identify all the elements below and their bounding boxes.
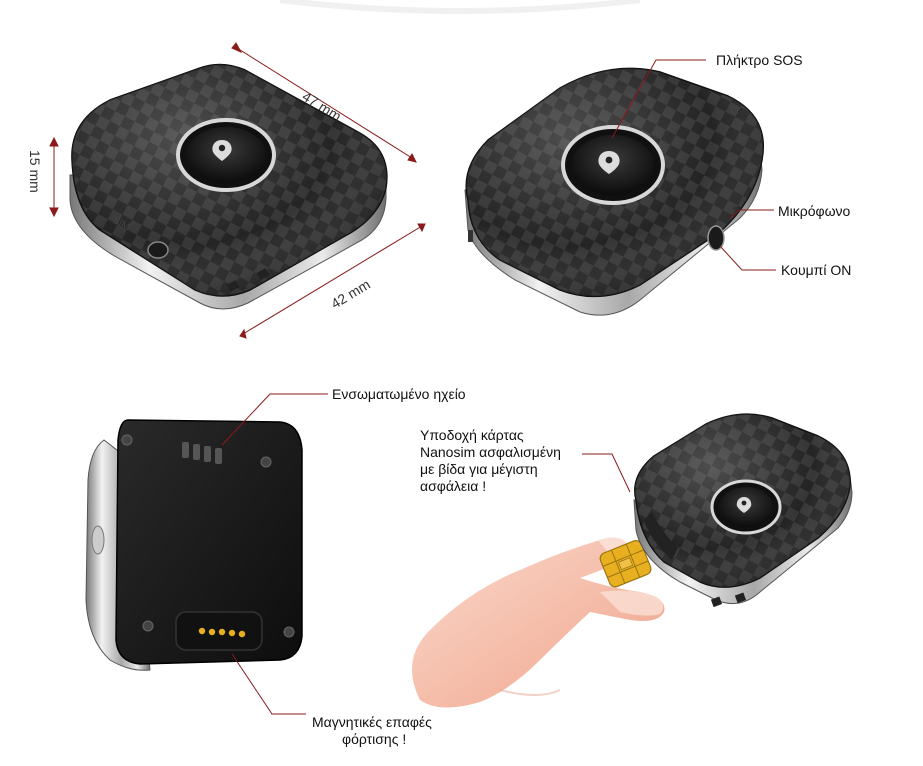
callout-sos-button: Πλήκτρο SOS — [716, 52, 803, 68]
side-button — [91, 525, 105, 555]
top-reflection — [279, 0, 641, 14]
device-top-left: SIM — [69, 63, 388, 310]
device-back — [85, 419, 303, 671]
callout-sim-slot-line: ασφάλεια ! — [420, 478, 487, 494]
callout-sim-slot-line: Υποδοχή κάρτας — [420, 427, 524, 443]
side-port — [710, 596, 723, 608]
location-pin-icon — [212, 140, 232, 161]
dimension-lines — [49, 42, 426, 339]
location-pin-icon — [598, 151, 620, 174]
power-button — [147, 241, 169, 259]
sim-slot — [644, 512, 678, 560]
side-port — [256, 268, 270, 280]
dimension-height-label: 15 mm — [27, 150, 43, 193]
callout-sim-slot: Υποδοχή κάρτας Nanosim ασφαλισμένη με βί… — [420, 427, 561, 495]
location-pin-icon — [736, 497, 752, 513]
callout-charging: Μαγνητικές επαφές φόρτισης ! — [312, 714, 432, 748]
power-button — [707, 225, 725, 251]
callout-sim-slot-line: με βίδα για μέγιστη — [420, 461, 538, 477]
nanosim-card — [599, 539, 652, 588]
callout-power-button: Κουμπί ON — [781, 262, 852, 278]
callout-charging-line: Μαγνητικές επαφές — [312, 714, 432, 730]
callout-speaker: Ενσωματωμένο ηχείο — [332, 386, 466, 402]
side-port — [734, 592, 747, 604]
callout-lines — [221, 59, 776, 715]
callout-sim-slot-line: Nanosim ασφαλισμένη — [420, 444, 561, 460]
hand-with-sim — [412, 537, 665, 708]
charging-contacts — [198, 627, 246, 638]
device-sim-insert — [633, 413, 853, 608]
callout-microphone: Μικρόφωνο — [778, 203, 851, 219]
microphone-hole — [733, 206, 737, 210]
device-top-right — [464, 67, 764, 316]
side-port — [226, 280, 240, 292]
callout-charging-line: φόρτισης ! — [342, 731, 407, 747]
speaker-grille — [182, 442, 222, 464]
side-port — [468, 230, 473, 242]
